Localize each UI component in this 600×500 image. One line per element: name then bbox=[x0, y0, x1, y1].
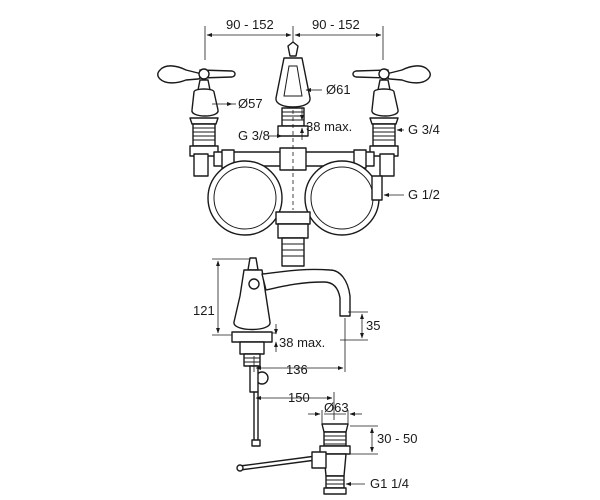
side-max-label: 38 max. bbox=[279, 335, 325, 350]
spout-diameter-label: Ø61 bbox=[326, 82, 351, 97]
height-label: 121 bbox=[193, 303, 215, 318]
waste-thread-label: G1 1/4 bbox=[370, 476, 409, 491]
hose-loops bbox=[193, 153, 395, 236]
spacing-dimension: 90 - 152 90 - 152 bbox=[204, 17, 384, 60]
waste-diameter-label: Ø63 bbox=[324, 400, 349, 415]
waste-range-label: 30 - 50 bbox=[377, 431, 417, 446]
side-view: 121 35 38 max. bbox=[193, 257, 417, 495]
left-lever-handle bbox=[157, 65, 236, 157]
spout-thread-label: G 3/8 bbox=[238, 128, 270, 143]
valve-thread-label: G 3/4 bbox=[408, 122, 440, 137]
spacing-left-label: 90 - 152 bbox=[226, 17, 274, 32]
handle-diameter-label: Ø57 bbox=[238, 96, 263, 111]
waste-drain bbox=[311, 423, 351, 495]
spout-max-label: 38 max. bbox=[306, 119, 352, 134]
spacing-right-label: 90 - 152 bbox=[312, 17, 360, 32]
side-faucet-body bbox=[231, 257, 351, 472]
hose-thread-label: G 1/2 bbox=[408, 187, 440, 202]
center-spout bbox=[275, 41, 311, 137]
spout-body-lower bbox=[275, 211, 311, 267]
outlet-height-label: 35 bbox=[366, 318, 380, 333]
right-lever-handle bbox=[352, 65, 431, 157]
front-view-labels: Ø57 Ø61 G 3/8 38 max. G 3/4 G 1/2 bbox=[212, 82, 440, 202]
reach-label: 136 bbox=[286, 362, 308, 377]
rod-offset-label: 150 bbox=[288, 390, 310, 405]
front-view: 90 - 152 90 - 152 bbox=[157, 17, 440, 267]
